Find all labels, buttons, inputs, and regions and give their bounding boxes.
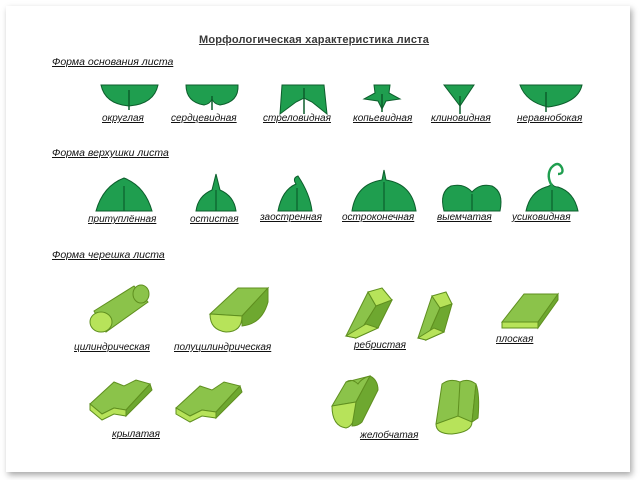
- label-aristate: остистая: [190, 214, 239, 225]
- label-acuminate: заостренная: [260, 212, 322, 223]
- label-ribbed: ребристая: [354, 340, 406, 351]
- apex-acuminate-icon: [277, 175, 313, 212]
- base-shapes-drawing: [100, 84, 583, 116]
- base-hastate-icon: [362, 84, 402, 112]
- section-heading-base: Форма основания листа: [52, 56, 174, 68]
- label-channeled: желобчатая: [360, 430, 419, 441]
- label-cordate: сердцевидная: [171, 113, 237, 124]
- petiole-winged-icon-1: [89, 379, 153, 421]
- label-hastate: копьевидная: [353, 113, 413, 124]
- slide-panel: Морфологическая характеристика листа Фор…: [6, 6, 630, 472]
- label-cuneate: клиновидная: [431, 113, 491, 124]
- apex-cirrose-icon: [525, 162, 579, 212]
- label-obtuse: притуплённая: [88, 214, 157, 225]
- label-winged: крылатая: [112, 429, 160, 440]
- section-heading-petiole: Форма черешка листа: [52, 249, 165, 261]
- base-round-icon: [100, 84, 159, 110]
- petiole-shapes-drawing: [89, 284, 559, 435]
- section-heading-apex: Форма верхушки листа: [52, 147, 169, 159]
- petiole-ribbed-icon-1: [344, 287, 394, 340]
- apex-shapes-drawing: [95, 162, 579, 212]
- label-flat: плоская: [496, 334, 534, 345]
- petiole-channeled-icon-2: [435, 379, 480, 435]
- label-semicylindrical: полуцилиндрическая: [174, 342, 272, 353]
- label-sagittate: стреловидная: [263, 113, 331, 124]
- petiole-ribbed-icon-2: [416, 291, 453, 341]
- base-oblique-icon: [519, 84, 583, 112]
- page-title: Морфологическая характеристика листа: [198, 34, 430, 46]
- petiole-channeled-icon-1: [331, 375, 379, 429]
- petiole-winged-icon-2: [175, 381, 243, 423]
- base-cuneate-icon: [442, 84, 475, 114]
- apex-aristate-icon: [195, 173, 237, 212]
- base-sagittate-icon: [279, 84, 328, 116]
- apex-mucronate-icon: [351, 169, 417, 212]
- label-mucronate: остроконечная: [342, 212, 415, 223]
- label-oblique: неравнобокая: [517, 113, 583, 124]
- label-cirrose: усиковидная: [512, 212, 571, 223]
- petiole-semicylindrical-icon: [208, 286, 270, 333]
- base-cordate-icon: [185, 84, 239, 110]
- petiole-cylindrical-icon: [89, 284, 150, 333]
- apex-obtuse-icon: [95, 177, 153, 212]
- label-cylindrical: цилиндрическая: [74, 342, 150, 353]
- label-emarginate: выемчатая: [437, 212, 492, 223]
- apex-emarginate-icon: [442, 184, 502, 212]
- petiole-flat-icon: [500, 292, 559, 330]
- label-round: округлая: [102, 113, 144, 124]
